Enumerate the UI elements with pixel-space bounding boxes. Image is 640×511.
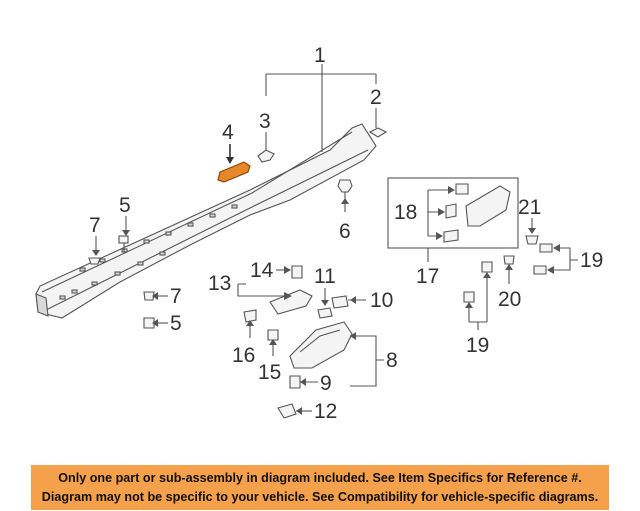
callout-17: 17	[416, 265, 439, 288]
banner-line-2: Diagram may not be specific to your vehi…	[41, 490, 599, 504]
screw-part-5-lower	[143, 317, 168, 329]
callout-9: 9	[320, 372, 332, 395]
callout-21: 21	[518, 196, 541, 219]
screw-part-5-upper	[118, 216, 130, 252]
clip-part-21	[525, 218, 539, 245]
disclaimer-banner: Only one part or sub-assembly in diagram…	[31, 465, 609, 510]
callout-3: 3	[259, 110, 271, 133]
callout-20: 20	[498, 288, 521, 311]
callout-8: 8	[386, 349, 398, 372]
callout-15: 15	[258, 361, 281, 384]
bolt-part-6	[337, 179, 353, 212]
callout-16: 16	[232, 344, 255, 367]
callout-5-lower: 5	[170, 312, 182, 335]
callout-6: 6	[339, 220, 351, 243]
clip-part-11	[317, 288, 333, 319]
parts-diagram: 1 2 3 4 5 7 6 7	[35, 44, 603, 423]
clip-part-2	[368, 108, 388, 138]
clip-part-9	[289, 375, 318, 389]
clip-part-3	[257, 132, 275, 163]
clip-part-20	[503, 255, 515, 284]
rocker-panel	[35, 123, 377, 319]
callout-12: 12	[314, 400, 337, 423]
callout-18: 18	[394, 201, 417, 224]
callout-7-upper: 7	[89, 214, 101, 237]
guard-part-8	[289, 321, 384, 387]
callout-4: 4	[222, 121, 234, 144]
callout-11: 11	[314, 265, 336, 288]
callout-5-upper: 5	[119, 194, 131, 217]
screw-part-10	[331, 295, 366, 309]
screws-part-19-right	[533, 243, 578, 275]
callout-1: 1	[314, 44, 326, 67]
clip-part-14	[276, 265, 303, 279]
banner-line-1: Only one part or sub-assembly in diagram…	[58, 471, 582, 485]
callout-19-lower: 19	[466, 334, 489, 357]
leader-1	[265, 64, 377, 152]
clip-part-12	[277, 403, 312, 419]
callout-10: 10	[370, 289, 393, 312]
screws-part-19-lower	[463, 261, 493, 330]
inset-box-17	[387, 177, 519, 262]
nut-part-15	[267, 329, 279, 356]
callout-19-right: 19	[580, 249, 603, 272]
highlighted-part-4[interactable]	[217, 144, 251, 183]
clip-part-7-upper	[88, 236, 101, 265]
bracket-part-13	[237, 283, 313, 315]
callout-2: 2	[370, 86, 382, 109]
clip-part-7-lower	[143, 291, 168, 301]
callout-13: 13	[208, 272, 231, 295]
callout-14: 14	[250, 259, 274, 282]
callout-7-lower: 7	[170, 285, 182, 308]
screw-part-16	[243, 309, 257, 338]
